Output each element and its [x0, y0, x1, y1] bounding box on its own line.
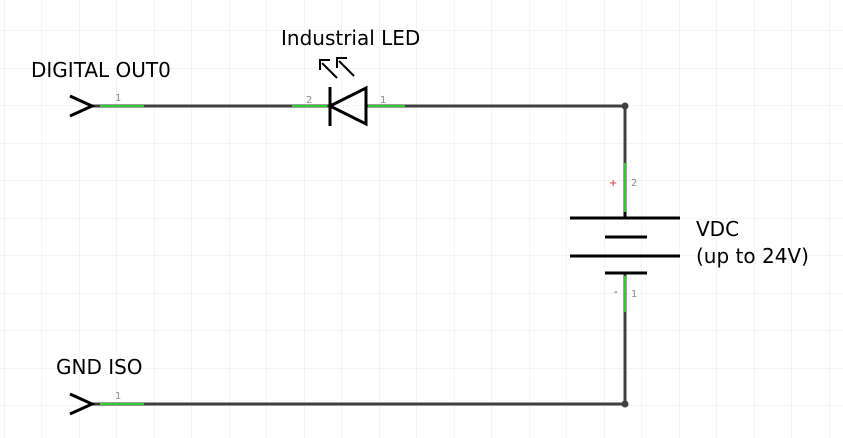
battery-pos-sign: + — [609, 178, 617, 189]
pin-number-gnd: 1 — [115, 391, 121, 402]
led-triangle — [326, 85, 368, 127]
supply-label-line1: VDC — [696, 217, 739, 241]
gnd-label: GND ISO — [56, 355, 143, 379]
digital-out-connector-icon[interactable] — [69, 94, 96, 118]
led-light-arrows-icon — [319, 57, 355, 79]
pin-number-battery-neg: 1 — [631, 289, 637, 300]
pin-cores — [100, 105, 626, 405]
led-icon[interactable] — [326, 85, 368, 127]
supply-label-line2: (up to 24V) — [696, 244, 809, 268]
pin-number-battery-pos: 2 — [631, 178, 637, 189]
pin-number-led-anode: 1 — [380, 95, 386, 106]
digital-out-label: DIGITAL OUT0 — [31, 58, 171, 82]
battery-neg-sign: - — [614, 287, 618, 298]
gnd-connector-icon[interactable] — [69, 392, 96, 416]
junction-bottom — [621, 400, 629, 408]
junction-top — [621, 102, 629, 110]
led-label: Industrial LED — [281, 26, 420, 50]
battery-icon[interactable] — [570, 212, 680, 275]
pin-number-digital-out: 1 — [115, 93, 121, 104]
pin-number-led-cathode: 2 — [306, 95, 312, 106]
